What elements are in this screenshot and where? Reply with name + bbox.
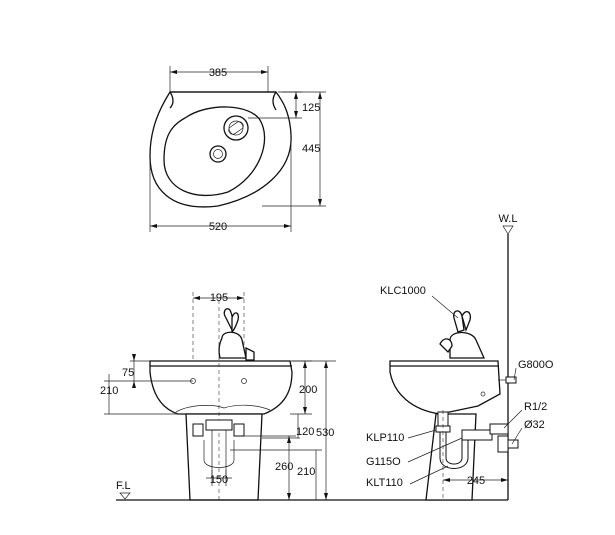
part-klt110: KLT110: [366, 477, 403, 489]
part-g115: G115O: [366, 456, 401, 468]
basin-front: [149, 360, 293, 415]
dim-200: 200: [299, 384, 317, 396]
dim-150: 150: [210, 474, 228, 486]
tap-hole: [223, 115, 249, 141]
faucet-side: [439, 310, 486, 359]
basin-outline-top: [149, 91, 292, 208]
part-faucet: KLC1000: [380, 285, 426, 297]
part-g800: G800O: [518, 359, 554, 371]
dim-210-left: 210: [100, 385, 118, 397]
trap-assembly: [435, 410, 519, 500]
dim-520: 520: [209, 221, 227, 233]
part-d32: Ø32: [524, 419, 545, 431]
faucet-front: [218, 308, 255, 361]
dim-385: 385: [209, 67, 227, 79]
dim-210-right: 210: [297, 466, 315, 478]
front-view: 195 75 210: [100, 292, 508, 501]
part-r12: R1/2: [524, 401, 547, 413]
side-view: W.L KLC1000 G800O: [366, 213, 554, 501]
basin-side: [389, 360, 501, 415]
dim-195: 195: [210, 292, 228, 304]
dim-120: 120: [296, 426, 314, 438]
wall-label: W.L: [499, 213, 518, 225]
part-klp110: KLP110: [366, 432, 404, 444]
dim-125: 125: [302, 102, 320, 114]
bowl-inner: [163, 106, 266, 197]
top-view: 385 125 445 520: [149, 66, 326, 233]
drain-top: [209, 145, 227, 163]
dim-260: 260: [275, 461, 293, 473]
floor-label: F.L: [116, 480, 131, 492]
dim-75: 75: [122, 367, 134, 379]
dim-245: 245: [467, 475, 485, 487]
dim-530: 530: [316, 427, 334, 439]
dim-445: 445: [302, 143, 320, 155]
